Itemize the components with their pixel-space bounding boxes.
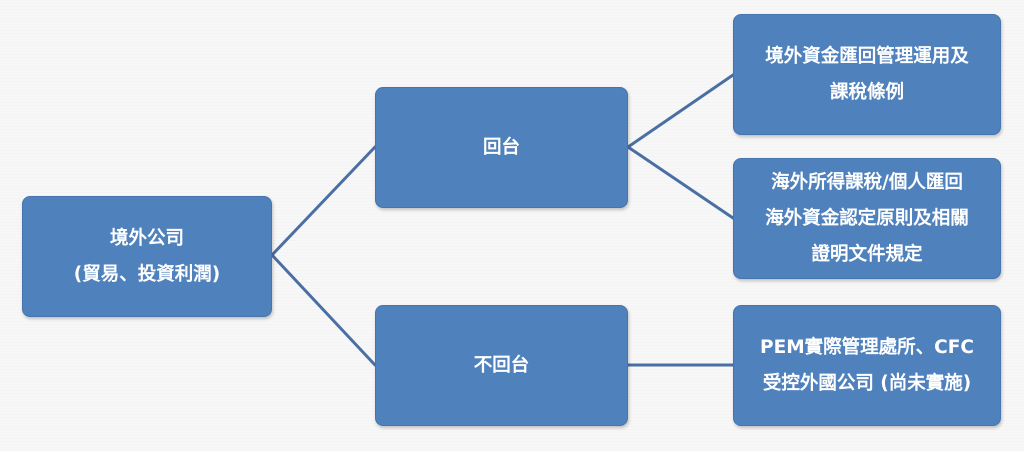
connector-root-to-return bbox=[270, 145, 377, 257]
connector-root-to-not-return bbox=[270, 253, 377, 367]
connector-return-to-leaf-2 bbox=[626, 145, 735, 220]
branch-node-label: 回台 bbox=[482, 136, 520, 158]
leaf-node-line: PEM實際管理處所、CFC bbox=[760, 336, 974, 358]
leaf-node-line: 海外資金認定原則及相關 bbox=[765, 207, 969, 229]
root-node-subtitle: (貿易、投資利潤) bbox=[73, 263, 221, 285]
leaf-node-overseas-income-rules: 海外所得課稅/個人匯回 海外資金認定原則及相關 證明文件規定 bbox=[733, 158, 1001, 279]
branch-node-return: 回台 bbox=[375, 87, 628, 208]
leaf-node-line: 課稅條例 bbox=[829, 81, 904, 103]
leaf-node-line: 受控外國公司 (尚未實施) bbox=[762, 372, 972, 394]
leaf-node-repatriation-act: 境外資金匯回管理運用及 課稅條例 bbox=[733, 14, 1001, 135]
leaf-node-line: 境外資金匯回管理運用及 bbox=[765, 45, 969, 67]
leaf-node-line: 證明文件規定 bbox=[811, 243, 923, 265]
branch-node-label: 不回台 bbox=[473, 354, 530, 376]
root-node-title: 境外公司 bbox=[109, 227, 184, 249]
leaf-node-pem-cfc: PEM實際管理處所、CFC 受控外國公司 (尚未實施) bbox=[733, 305, 1001, 426]
leaf-node-line: 海外所得課稅/個人匯回 bbox=[771, 171, 963, 193]
branch-node-not-return: 不回台 bbox=[375, 305, 628, 426]
root-node-offshore-company: 境外公司 (貿易、投資利潤) bbox=[22, 196, 272, 317]
connector-return-to-leaf-1 bbox=[626, 73, 735, 149]
